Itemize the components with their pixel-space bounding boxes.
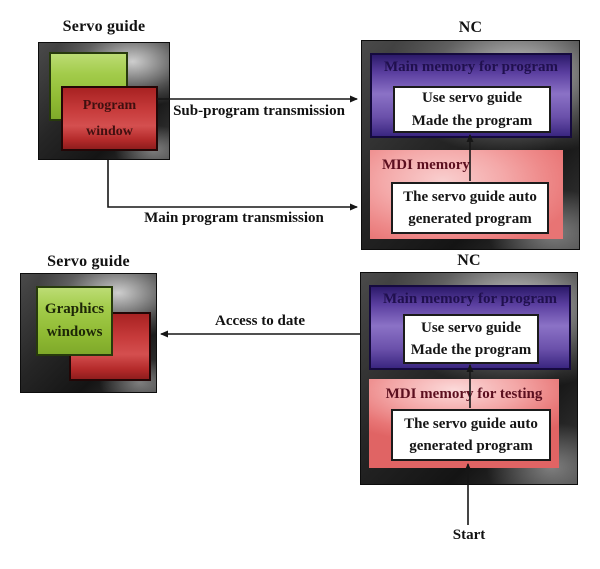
nc-bottom-main-memory-content-line1: Use servo guide bbox=[421, 319, 521, 336]
graphics-window-line2: windows bbox=[46, 324, 103, 340]
servo-guide-top-title: Servo guide bbox=[62, 18, 146, 35]
program-window-line1: Program bbox=[82, 98, 137, 114]
nc-bottom-main-memory-label: Main memory for program bbox=[383, 291, 557, 307]
main-program-transmission-label: Main program transmission bbox=[144, 210, 324, 226]
nc-top-main-memory-content: Use servo guide Made the program bbox=[393, 86, 551, 133]
nc-top-main-memory-content-line2: Made the program bbox=[411, 112, 533, 129]
graphics-window: Graphics windows bbox=[36, 286, 113, 356]
nc-top-main-memory: Main memory for program Use servo guide … bbox=[370, 53, 572, 138]
nc-bottom-main-memory-content: Use servo guide Made the program bbox=[403, 314, 539, 364]
servo-guide-bottom-title: Servo guide bbox=[47, 253, 130, 270]
access-to-date-label: Access to date bbox=[215, 313, 305, 329]
nc-bottom-mdi-memory: MDI memory for testing The servo guide a… bbox=[369, 379, 559, 468]
nc-bottom-mdi-content-line1: The servo guide auto bbox=[404, 415, 538, 432]
nc-top-main-memory-content-line1: Use servo guide bbox=[422, 90, 522, 106]
nc-bottom-main-memory: Main memory for program Use servo guide … bbox=[369, 285, 571, 370]
nc-top-mdi-content: The servo guide auto generated program bbox=[391, 182, 549, 234]
nc-top-main-memory-label: Main memory for program bbox=[384, 59, 558, 75]
sub-program-transmission-label: Sub-program transmission bbox=[173, 103, 345, 119]
nc-bottom-title: NC bbox=[457, 252, 481, 269]
nc-top-mdi-memory: MDI memory The servo guide auto generate… bbox=[370, 150, 563, 239]
nc-bottom-main-memory-content-line2: Made the program bbox=[410, 342, 532, 358]
nc-top-title: NC bbox=[458, 19, 483, 36]
graphics-window-line1: Graphics bbox=[44, 300, 105, 317]
nc-top-mdi-label: MDI memory bbox=[382, 157, 470, 173]
nc-bottom-mdi-content-line2: generated program bbox=[409, 438, 533, 454]
program-window: Program window bbox=[61, 86, 158, 151]
nc-top-mdi-content-line2: generated program bbox=[408, 211, 532, 227]
servo-guide-top-monitor: Program window bbox=[38, 42, 170, 160]
nc-top-frame: Main memory for program Use servo guide … bbox=[361, 40, 580, 250]
start-label: Start bbox=[452, 527, 486, 543]
nc-bottom-mdi-label: MDI memory for testing bbox=[385, 386, 543, 402]
nc-bottom-frame: Main memory for program Use servo guide … bbox=[360, 272, 578, 485]
main-program-arrow bbox=[107, 160, 358, 211]
nc-top-mdi-content-line1: The servo guide auto bbox=[403, 188, 537, 205]
program-window-line2: window bbox=[86, 123, 133, 139]
servo-guide-bottom-monitor: Graphics windows bbox=[20, 273, 157, 393]
nc-bottom-mdi-content: The servo guide auto generated program bbox=[391, 409, 551, 461]
